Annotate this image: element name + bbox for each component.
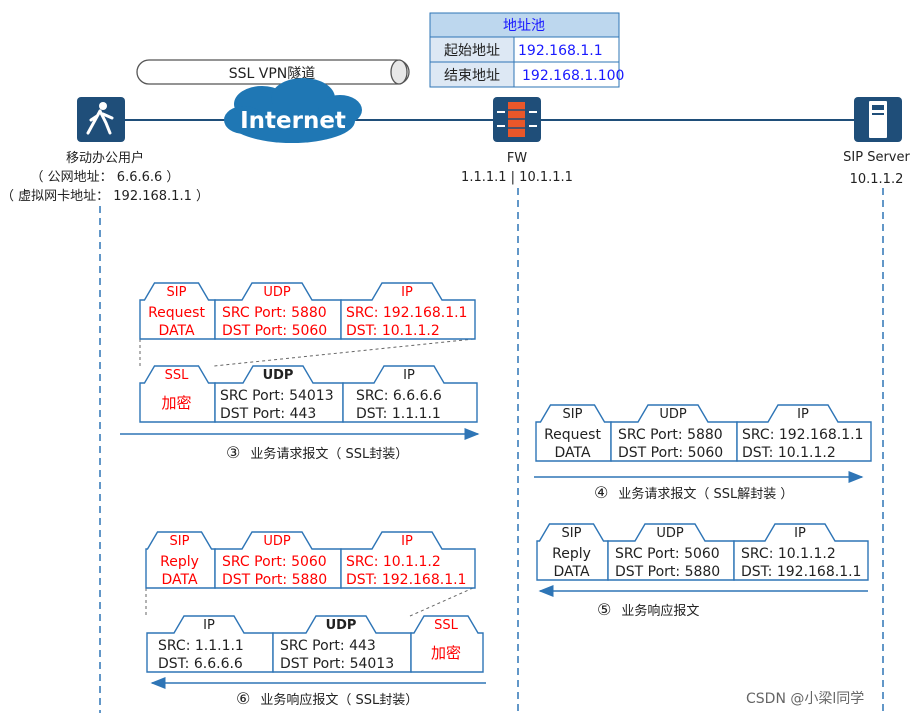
- p6-udp-line-1: SRC Port: 5060: [222, 554, 327, 570]
- p6-sip-line-2: DATA: [161, 572, 197, 588]
- p5-udp-line-2: DST Port: 5880: [615, 564, 720, 580]
- p4-ip-line-2: DST: 10.1.1.2: [742, 445, 836, 461]
- p3-oip-line-0: IP: [403, 368, 415, 383]
- p3-udp-line-0: UDP: [263, 285, 291, 300]
- internet-cloud-icon: Internet: [224, 78, 362, 143]
- fw-name: FW: [506, 151, 528, 166]
- cloud-label: Internet: [240, 108, 346, 134]
- p4-sip-line-1: Request: [544, 427, 601, 443]
- pool-start-value: 192.168.1.1: [518, 43, 603, 59]
- pool-end-label: 结束地址: [444, 68, 500, 84]
- firewall-icon: [493, 97, 541, 142]
- server-icon: [854, 97, 902, 142]
- p5-ip-line-2: DST: 192.168.1.1: [741, 564, 861, 580]
- server-addr: 10.1.1.2: [849, 172, 904, 187]
- p4-ip-line-1: SRC: 192.168.1.1: [742, 427, 863, 443]
- user-public-addr: （ 公网地址： 6.6.6.6 ）: [30, 170, 180, 185]
- p3-ssl-line-0: SSL: [165, 368, 190, 383]
- p6-oudp-line-1: SRC Port: 443: [280, 638, 376, 654]
- p3-oudp-line-2: DST Port: 443: [220, 406, 316, 422]
- watermark: CSDN @小梁l同学: [746, 691, 865, 707]
- p4-sip-line-2: DATA: [554, 445, 590, 461]
- p3-ip-line-0: IP: [401, 285, 413, 300]
- tunnel-label: SSL VPN隧道: [229, 66, 316, 82]
- p5-sip-line-2: DATA: [553, 564, 589, 580]
- p3-udp-line-2: DST Port: 5060: [222, 323, 327, 339]
- p6-oudp-line-0: UDP: [326, 618, 357, 633]
- mobile-user-icon: [77, 97, 125, 142]
- p3-ssl-line-1: 加密: [161, 394, 191, 412]
- p6-sip-line-0: SIP: [170, 534, 190, 549]
- p6-ssl: SSL 加密: [410, 615, 484, 673]
- ssl-vpn-tunnel: SSL VPN隧道: [136, 59, 410, 85]
- p5-udp-line-0: UDP: [656, 526, 684, 541]
- p6-udp-line-2: DST Port: 5880: [222, 572, 327, 588]
- user-name: 移动办公用户: [65, 151, 144, 166]
- pool-end-value: 192.168.1.100: [522, 68, 624, 84]
- p3-oip-line-1: SRC: 6.6.6.6: [356, 388, 442, 404]
- p3-sip-line-1: Request: [148, 305, 205, 321]
- p6-oip-line-2: DST: 6.6.6.6: [158, 656, 243, 672]
- p6-oip-line-0: IP: [203, 618, 215, 633]
- p6-ssl-line-1: 加密: [431, 644, 461, 662]
- p5-udp-line-1: SRC Port: 5060: [615, 546, 720, 562]
- address-pool-table: 地址池 起始地址 192.168.1.1 结束地址 192.168.1.100: [429, 12, 624, 88]
- p6-ip-line-1: SRC: 10.1.1.2: [346, 554, 441, 570]
- pool-start-label: 起始地址: [444, 43, 500, 59]
- server-name: SIP Server: [843, 150, 910, 165]
- p3-udp-line-1: SRC Port: 5880: [222, 305, 327, 321]
- p3-sip-line-2: DATA: [158, 323, 194, 339]
- p6-oudp-line-2: DST Port: 54013: [280, 656, 394, 672]
- p3-oip-line-2: DST: 1.1.1.1: [356, 406, 441, 422]
- p4-ip-line-0: IP: [797, 407, 809, 422]
- p3-ip-line-1: SRC: 192.168.1.1: [346, 305, 467, 321]
- p3-oudp-line-0: UDP: [263, 368, 294, 383]
- p5-sip-line-1: Reply: [552, 546, 591, 562]
- p4-udp-line-2: DST Port: 5060: [618, 445, 723, 461]
- p4-udp-line-1: SRC Port: 5880: [618, 427, 723, 443]
- p5-ip-line-0: IP: [794, 526, 806, 541]
- p6-ssl-line-0: SSL: [434, 618, 459, 633]
- p4-sip-line-0: SIP: [563, 407, 583, 422]
- p6-oip-line-1: SRC: 1.1.1.1: [158, 638, 244, 654]
- p3-ip-line-2: DST: 10.1.1.2: [346, 323, 440, 339]
- p4-udp-line-0: UDP: [659, 407, 687, 422]
- p5-sip-line-0: SIP: [562, 526, 582, 541]
- p6-sip-line-1: Reply: [160, 554, 199, 570]
- p6-ip-line-2: DST: 192.168.1.1: [346, 572, 466, 588]
- p3-oudp-line-1: SRC Port: 54013: [220, 388, 334, 404]
- p3-sip-line-0: SIP: [167, 285, 187, 300]
- p3-ssl: SSL 加密: [139, 365, 216, 423]
- fw-addr: 1.1.1.1 | 10.1.1.1: [461, 170, 573, 185]
- p6-ip-line-0: IP: [401, 534, 413, 549]
- p6-udp-line-0: UDP: [263, 534, 291, 549]
- p5-ip-line-1: SRC: 10.1.1.2: [741, 546, 836, 562]
- pool-title: 地址池: [503, 18, 545, 34]
- user-virtual-addr: （ 虚拟网卡地址： 192.168.1.1 ）: [1, 189, 209, 204]
